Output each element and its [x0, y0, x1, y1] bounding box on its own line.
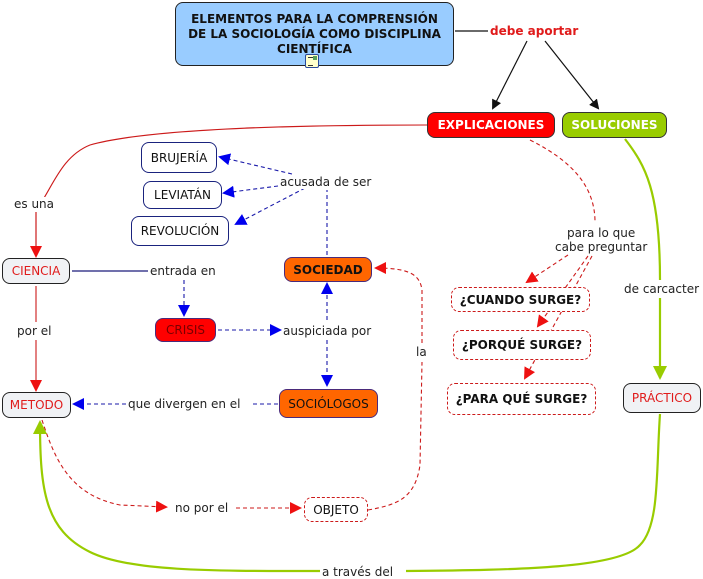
concept-metodo[interactable]: METODO	[2, 392, 71, 418]
linking-la: la	[416, 345, 427, 359]
edge-explicaciones-paraloque	[529, 139, 596, 223]
edge-debe-explicaciones	[492, 40, 528, 110]
linking-es-una: es una	[14, 197, 55, 211]
linking-para-lo-que: para lo que cabe preguntar	[555, 226, 648, 254]
edge-explicaciones-esuna	[43, 124, 428, 199]
document-resource-icon[interactable]	[305, 54, 319, 68]
edge-atraves-metodo	[33, 420, 321, 573]
title-line-3: CIENTÍFICA	[277, 41, 352, 56]
concept-cuando-surge[interactable]: ¿CUANDO SURGE?	[451, 287, 590, 312]
edge-acusada-leviatan	[222, 185, 279, 198]
concept-practico[interactable]: PRÁCTICO	[623, 383, 701, 413]
concept-explicaciones[interactable]: EXPLICACIONES	[427, 112, 555, 138]
edge-la-sociedad	[374, 262, 423, 343]
linking-no-por-el: no por el	[175, 501, 229, 515]
edge-debe-soluciones	[544, 40, 600, 110]
title-line-1: ELEMENTOS PARA LA COMPRENSIÓN	[191, 11, 438, 26]
concept-brujeria[interactable]: BRUJERÍA	[141, 142, 217, 173]
edge-objeto-la	[367, 361, 423, 511]
edge-soluciones-carcacter	[624, 138, 662, 281]
concept-objeto[interactable]: OBJETO	[304, 497, 368, 522]
linking-entrada-en: entrada en	[150, 264, 216, 278]
concept-soluciones[interactable]: SOLUCIONES	[562, 112, 667, 138]
concept-leviatan[interactable]: LEVIATÁN	[143, 181, 222, 209]
concept-revolucion[interactable]: REVOLUCIÓN	[131, 216, 229, 246]
linking-debe-aportar: debe aportar	[490, 24, 579, 38]
concept-porque-surge[interactable]: ¿PORQUÉ SURGE?	[453, 330, 591, 360]
concept-sociologos[interactable]: SOCIÓLOGOS	[279, 389, 378, 418]
linking-para-lo-que-line2: cabe preguntar	[555, 240, 648, 254]
concept-ciencia[interactable]: CIENCIA	[2, 258, 70, 284]
edge-acusada-revolucion	[234, 187, 306, 225]
edge-practico-atraves	[405, 413, 662, 573]
linking-para-lo-que-line1: para lo que	[567, 226, 636, 240]
linking-a-traves-del: a través del	[322, 565, 394, 579]
edge-acusada-brujeria	[218, 153, 293, 175]
concept-crisis[interactable]: CRISIS	[155, 318, 216, 342]
edge-paraloque-cuando	[525, 254, 569, 284]
linking-que-divergen-en-el: que divergen en el	[128, 397, 241, 411]
linking-por-el: por el	[17, 324, 52, 338]
linking-acusada-de-ser: acusada de ser	[280, 175, 372, 189]
concept-para-que-surge[interactable]: ¿PARA QUÉ SURGE?	[447, 383, 596, 415]
linking-de-carcacter: de carcacter	[624, 282, 700, 296]
concept-sociedad[interactable]: SOCIEDAD	[284, 257, 372, 282]
edge-metodo-noporel	[41, 419, 168, 513]
title-line-2: DE LA SOCIOLOGÍA COMO DISCIPLINA	[188, 26, 441, 41]
linking-auspiciada-por: auspiciada por	[283, 324, 372, 338]
